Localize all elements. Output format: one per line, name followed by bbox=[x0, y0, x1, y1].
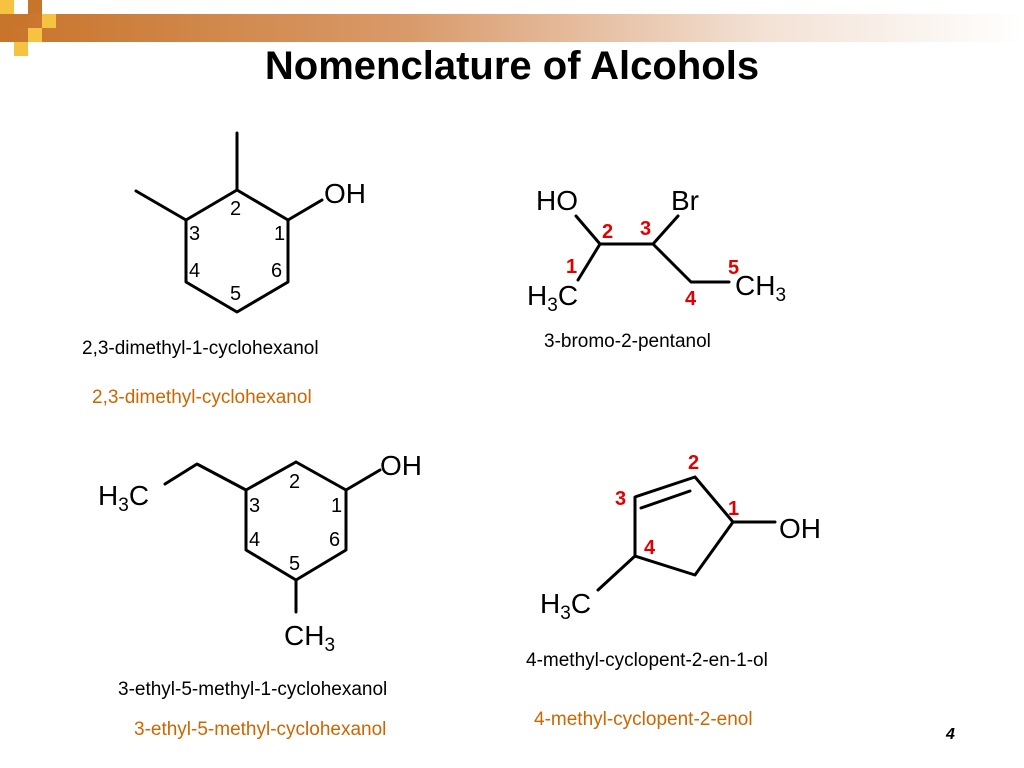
logo-square bbox=[28, 0, 42, 14]
ho-label: HO bbox=[536, 185, 578, 216]
header-bar bbox=[0, 14, 1024, 42]
h3c-label: H3C bbox=[540, 588, 591, 624]
ring-number-4: 4 bbox=[249, 529, 260, 551]
chain-number-1: 1 bbox=[566, 256, 577, 278]
chain-bonds bbox=[576, 242, 731, 284]
br-bond bbox=[651, 214, 680, 246]
name-iupac: 3-ethyl-5-methyl-1-cyclohexanol bbox=[118, 679, 387, 700]
ring-number-5: 5 bbox=[289, 553, 300, 575]
ring-bonds bbox=[633, 475, 735, 577]
chain-number-3: 3 bbox=[640, 218, 651, 240]
ring-number-3: 3 bbox=[249, 495, 260, 517]
molecule-4-structure: OH H3C 1 2 3 4 4-methyl-cyclopent-2-en-1… bbox=[526, 452, 821, 730]
ring-number-3: 3 bbox=[615, 488, 626, 510]
ring-number-4: 4 bbox=[644, 537, 656, 559]
name-alternative: 4-methyl-cyclopent-2-enol bbox=[534, 709, 753, 730]
ring-number-2: 2 bbox=[230, 198, 241, 220]
ch3-label: CH3 bbox=[284, 620, 335, 656]
h3c-label: H3C bbox=[98, 480, 149, 516]
ch3-label: CH3 bbox=[735, 270, 786, 306]
slide-title: Nomenclature of Alcohols bbox=[264, 44, 760, 88]
h3c-label: H3C bbox=[527, 280, 578, 316]
ring-number-6: 6 bbox=[271, 260, 282, 282]
logo-square bbox=[14, 42, 28, 56]
logo-square bbox=[0, 0, 14, 14]
name-alternative: 3-ethyl-5-methyl-cyclohexanol bbox=[134, 719, 386, 740]
methyl-bond bbox=[134, 189, 188, 222]
ring-number-1: 1 bbox=[331, 495, 342, 517]
name-iupac: 4-methyl-cyclopent-2-en-1-ol bbox=[526, 650, 768, 671]
oh-bond bbox=[344, 468, 382, 492]
name-iupac: 3-bromo-2-pentanol bbox=[544, 331, 711, 352]
chain-number-2: 2 bbox=[602, 221, 613, 243]
ring-number-2: 2 bbox=[688, 452, 699, 474]
oh-bond bbox=[286, 198, 324, 222]
chain-number-4: 4 bbox=[685, 288, 697, 310]
ring-number-2: 2 bbox=[289, 471, 300, 493]
double-bond bbox=[639, 489, 692, 510]
name-iupac: 2,3-dimethyl-1-cyclohexanol bbox=[82, 338, 319, 359]
ring-number-1: 1 bbox=[728, 498, 739, 520]
ring-number-3: 3 bbox=[189, 223, 200, 245]
oh-label: OH bbox=[779, 513, 821, 544]
ethyl-bonds bbox=[163, 462, 248, 492]
ring-number-4: 4 bbox=[189, 260, 200, 282]
logo-square bbox=[28, 28, 42, 42]
page-number: 4 bbox=[946, 726, 955, 743]
oh-bond bbox=[574, 214, 602, 246]
logo-square bbox=[0, 28, 14, 42]
name-alternative: 2,3-dimethyl-cyclohexanol bbox=[92, 387, 312, 408]
logo-square bbox=[42, 14, 56, 28]
ring-number-5: 5 bbox=[230, 283, 241, 305]
br-label: Br bbox=[671, 185, 699, 216]
oh-label: OH bbox=[380, 450, 422, 481]
chain-number-5: 5 bbox=[728, 257, 739, 279]
molecule-2-structure: HO Br H3C CH3 1 2 3 4 5 3-bromo-2-pentan… bbox=[527, 185, 786, 352]
ring-number-1: 1 bbox=[274, 223, 285, 245]
logo-square bbox=[14, 14, 28, 28]
molecule-3-structure: OH H3C CH3 1 2 3 4 5 6 3-ethyl-5-methyl-… bbox=[98, 450, 422, 740]
oh-label: OH bbox=[324, 178, 366, 209]
ring-number-6: 6 bbox=[329, 529, 340, 551]
methyl-bond bbox=[596, 554, 637, 592]
molecule-1-structure: OH 1 2 3 4 5 6 2,3-dimethyl-1-cyclohexan… bbox=[82, 131, 366, 408]
